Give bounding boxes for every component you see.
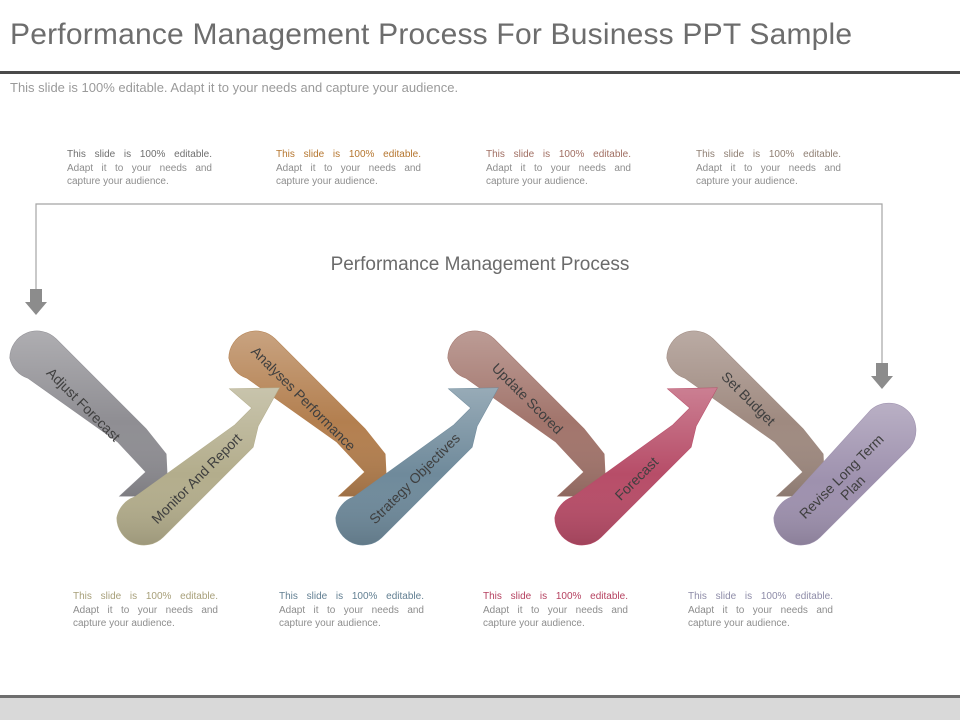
- footer-bar: [0, 698, 960, 720]
- step-4-highlight: [336, 388, 498, 545]
- diagram-center-title: Performance Management Process: [330, 254, 630, 275]
- step-revise-long-term-plan: Revise Long TermPlan: [773, 402, 917, 546]
- top-note-1: This slide is 100% editable. Adapt it to…: [67, 148, 212, 189]
- bottom-note-1: This slide is 100% editable. Adapt it to…: [73, 590, 218, 631]
- top-note-1-body: Adapt it to your needs and capture your …: [67, 162, 212, 188]
- step-forecast: Forecast: [554, 387, 718, 546]
- step-6-highlight: [555, 388, 717, 545]
- bottom-note-3-body: Adapt it to your needs and capture your …: [483, 604, 628, 630]
- step-adjust-forecast: Adjust Forecast: [9, 330, 169, 497]
- down-arrow-right-icon: [871, 363, 893, 389]
- bottom-note-1-body: Adapt it to your needs and capture your …: [73, 604, 218, 630]
- bottom-note-3: This slide is 100% editable. Adapt it to…: [483, 590, 628, 631]
- top-note-4-lead: This slide is 100% editable.: [696, 149, 841, 160]
- down-arrow-left-icon: [25, 289, 47, 315]
- top-note-2-body: Adapt it to your needs and capture your …: [276, 162, 421, 188]
- step-7-highlight: [667, 331, 825, 496]
- bottom-note-4-body: Adapt it to your needs and capture your …: [688, 604, 833, 630]
- top-note-3-lead: This slide is 100% editable.: [486, 149, 631, 160]
- footer-divider: [0, 695, 960, 698]
- slide-title: Performance Management Process For Busin…: [10, 18, 853, 51]
- step-2-highlight: [117, 388, 279, 545]
- slide-subtitle: This slide is 100% editable. Adapt it to…: [10, 80, 459, 95]
- bottom-note-4: This slide is 100% editable. Adapt it to…: [688, 590, 833, 631]
- title-divider: [0, 71, 960, 74]
- bottom-note-2-lead: This slide is 100% editable.: [279, 591, 424, 602]
- step-3-highlight: [229, 331, 387, 496]
- top-note-2: This slide is 100% editable. Adapt it to…: [276, 148, 421, 189]
- step-8-highlight: [774, 403, 916, 545]
- bottom-note-4-lead: This slide is 100% editable.: [688, 591, 833, 602]
- step-1-highlight: [10, 331, 168, 496]
- bottom-note-1-lead: This slide is 100% editable.: [73, 591, 218, 602]
- top-note-3: This slide is 100% editable. Adapt it to…: [486, 148, 631, 189]
- bottom-note-3-lead: This slide is 100% editable.: [483, 591, 628, 602]
- bottom-note-2: This slide is 100% editable. Adapt it to…: [279, 590, 424, 631]
- bottom-note-2-body: Adapt it to your needs and capture your …: [279, 604, 424, 630]
- feedback-connector-line: [35, 203, 883, 363]
- top-note-2-lead: This slide is 100% editable.: [276, 149, 421, 160]
- top-note-4: This slide is 100% editable. Adapt it to…: [696, 148, 841, 189]
- top-note-3-body: Adapt it to your needs and capture your …: [486, 162, 631, 188]
- top-note-4-body: Adapt it to your needs and capture your …: [696, 162, 841, 188]
- step-5-highlight: [448, 331, 606, 496]
- top-note-1-lead: This slide is 100% editable.: [67, 149, 212, 160]
